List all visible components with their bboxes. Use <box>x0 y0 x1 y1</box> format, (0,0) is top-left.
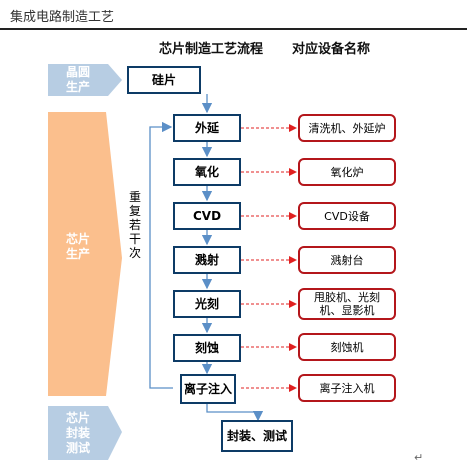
equipment-oxidation: 氧化炉 <box>298 158 396 186</box>
equipment-epitaxy: 清洗机、外延炉 <box>298 114 396 142</box>
stage-package-line2: 封装 <box>65 425 90 440</box>
stage-shape-chip <box>48 112 122 396</box>
stage-chip-line2: 生产 <box>65 247 90 261</box>
step-etching: 刻蚀 <box>173 334 241 362</box>
flow-arrow-implant-package <box>206 403 264 422</box>
stage-shape-wafer <box>48 64 122 96</box>
document-title: 集成电路制造工艺 <box>10 10 115 25</box>
step-oxidation: 氧化 <box>173 158 241 186</box>
step-ion-implant: 离子注入 <box>180 374 236 404</box>
step-cvd: CVD <box>173 202 241 230</box>
stage-wafer-line2: 生产 <box>65 80 90 94</box>
stage-chip-line1: 芯片 <box>65 232 90 246</box>
stage-label-package: 芯片 封装 测试 <box>48 406 108 460</box>
paragraph-mark: ↵ <box>414 451 424 464</box>
stage-package-line1: 芯片 <box>65 410 90 425</box>
equipment-implant: 离子注入机 <box>298 374 396 402</box>
equipment-column-header: 对应设备名称 <box>292 42 371 57</box>
step-epitaxy: 外延 <box>173 114 241 142</box>
stage-package-line3: 测试 <box>65 440 90 455</box>
equipment-lithography: 甩胶机、光刻机、显影机 <box>298 288 396 320</box>
step-silicon: 硅片 <box>127 66 201 94</box>
stage-label-chip: 芯片 生产 <box>48 230 108 264</box>
process-column-header: 芯片制造工艺流程 <box>159 42 264 57</box>
equipment-etching: 刻蚀机 <box>298 333 396 361</box>
title-rule <box>0 28 467 30</box>
stage-label-wafer: 晶圆 生产 <box>48 64 108 96</box>
repeat-loop-arrow <box>149 121 173 389</box>
step-sputtering: 溅射 <box>173 246 241 274</box>
step-lithography: 光刻 <box>173 290 241 318</box>
stage-shape-package <box>48 406 122 460</box>
equipment-sputtering: 溅射台 <box>298 246 396 274</box>
step-package-test: 封装、测试 <box>221 420 293 452</box>
equipment-cvd: CVD设备 <box>298 202 396 230</box>
repeat-loop-label: 重复若干次 <box>129 190 142 260</box>
stage-wafer-line1: 晶圆 <box>65 65 90 79</box>
